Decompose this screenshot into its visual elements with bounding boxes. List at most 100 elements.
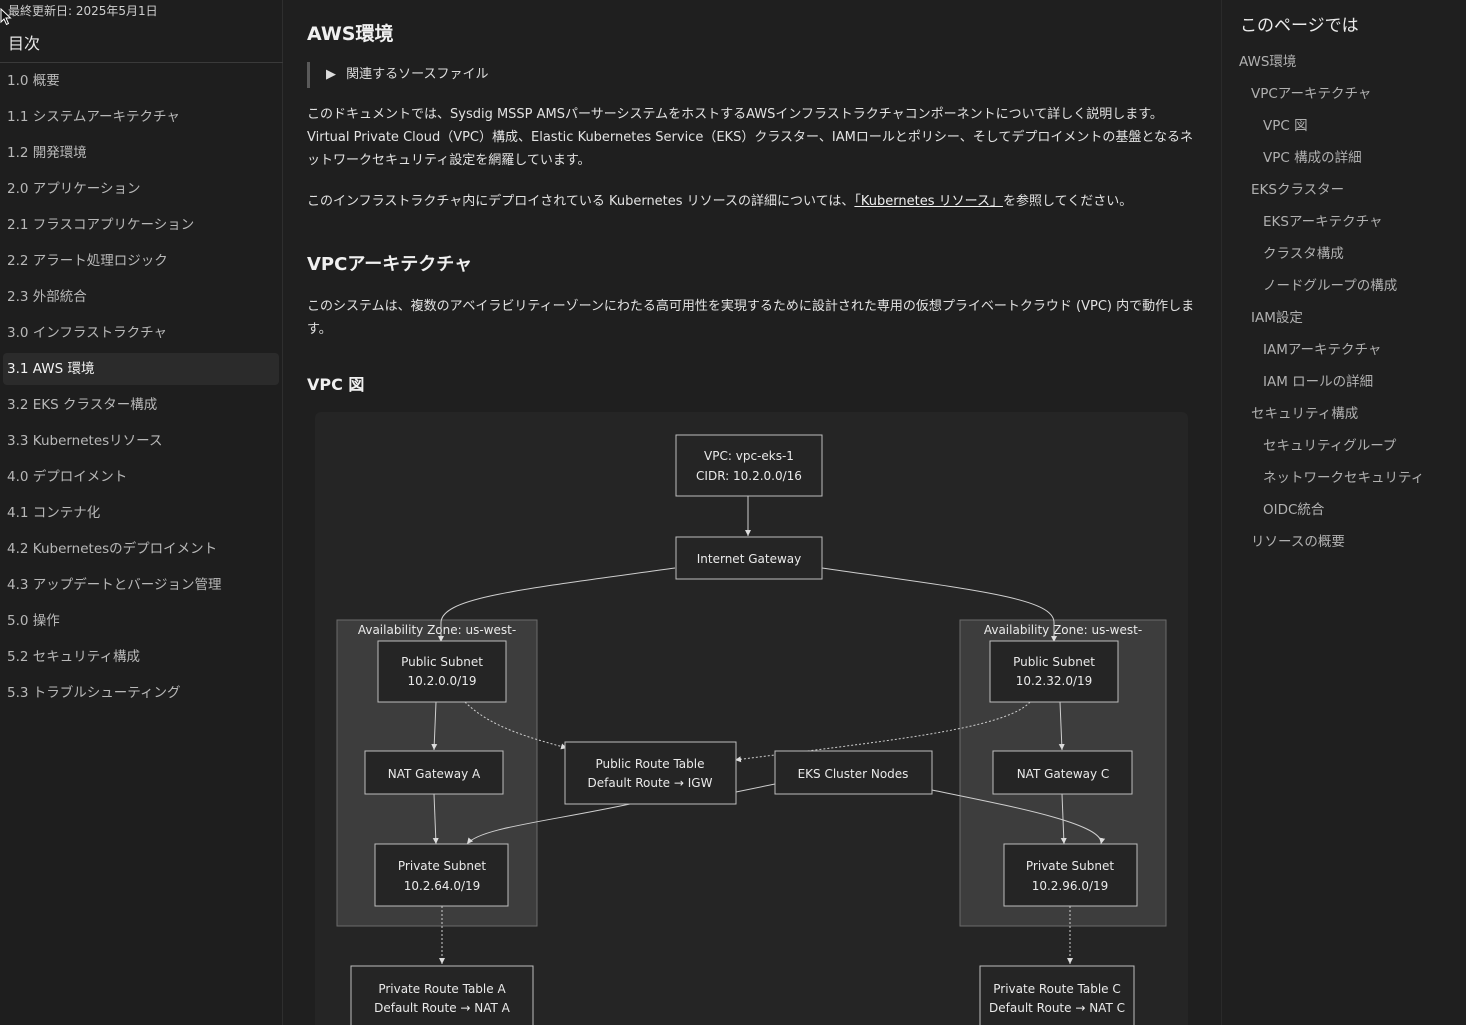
- edge-pub-a-nat-a: [431, 701, 438, 751]
- private-subnet-a-label-2: 10.2.64.0/19: [404, 879, 481, 893]
- sidebar-nav-item[interactable]: 1.2 開発環境: [7, 145, 87, 161]
- public-subnet-c-node: [989, 640, 1119, 703]
- az-right-label: Availability Zone: us-west-: [984, 623, 1142, 637]
- kubernetes-resources-link[interactable]: 「Kubernetes リソース」: [854, 194, 1003, 209]
- public-route-table-node: [564, 741, 737, 805]
- edge-igw-pub-a: [438, 567, 676, 642]
- toc-link[interactable]: リソースの概要: [1251, 534, 1345, 550]
- mouse-cursor-icon: [0, 8, 12, 26]
- edge-nat-c-priv-c: [1060, 793, 1067, 845]
- public-route-table-label-2: Default Route → IGW: [588, 776, 713, 790]
- sidebar-nav-item[interactable]: 2.1 フラスコアプリケーション: [7, 217, 195, 233]
- disclosure-triangle-icon: ▶: [326, 67, 336, 82]
- toc-link[interactable]: EKSクラスター: [1251, 182, 1345, 198]
- on-this-page-title: このページでは: [1240, 16, 1359, 36]
- toc-link[interactable]: IAMアーキテクチャ: [1263, 342, 1382, 358]
- sidebar-nav-item[interactable]: 1.0 概要: [7, 73, 60, 89]
- reference-text-before: このインフラストラクチャ内にデプロイされている Kubernetes リソースの…: [307, 194, 855, 209]
- sidebar-nav-item[interactable]: 2.2 アラート処理ロジック: [7, 253, 168, 269]
- edge-nat-a-priv-a: [432, 793, 439, 845]
- toc-link[interactable]: OIDC統合: [1263, 502, 1325, 518]
- public-subnet-c-label-2: 10.2.32.0/19: [1016, 674, 1093, 688]
- public-subnet-a-label-2: 10.2.0.0/19: [408, 674, 477, 688]
- toc-link[interactable]: IAM設定: [1251, 310, 1303, 326]
- sidebar-nav-item[interactable]: 5.0 操作: [7, 613, 60, 629]
- toc-link[interactable]: IAM ロールの詳細: [1263, 374, 1374, 390]
- sidebar-nav-item[interactable]: 2.3 外部統合: [7, 289, 87, 305]
- vpc-diagram: Availability Zone: us-west- Availability…: [315, 412, 1188, 1025]
- sidebar-nav-item[interactable]: 3.3 Kubernetesリソース: [7, 433, 163, 449]
- toc-title: 目次: [8, 34, 41, 53]
- edge-pub-c-nat-c: [1058, 701, 1065, 751]
- toc-link[interactable]: EKSアーキテクチャ: [1263, 214, 1383, 230]
- on-this-page-list: AWS環境 VPCアーキテクチャ VPC 図 VPC 構成の詳細 EKSクラスター EKS…: [1222, 46, 1466, 558]
- vpc-diagram-heading: VPC 図: [307, 375, 365, 394]
- vpc-node: [675, 434, 823, 497]
- private-subnet-c-label-2: 10.2.96.0/19: [1032, 879, 1109, 893]
- public-subnet-c-label-1: Public Subnet: [1013, 655, 1095, 669]
- sidebar-nav-item[interactable]: 3.0 インフラストラクチャ: [7, 325, 167, 341]
- sidebar-divider: [0, 62, 283, 63]
- eks-nodes-label: EKS Cluster Nodes: [798, 767, 909, 781]
- toc-link[interactable]: セキュリティグループ: [1263, 438, 1397, 454]
- toc-link[interactable]: VPCアーキテクチャ: [1251, 86, 1372, 102]
- eks-nodes-node: [774, 750, 933, 795]
- main-content: AWS環境 ▶ 関連するソースファイル このドキュメントでは、Sysdig MS…: [283, 0, 1221, 1025]
- nat-gateway-a-node: [364, 750, 504, 795]
- private-subnet-c-node: [1003, 843, 1138, 907]
- vpc-paragraph: このシステムは、複数のアベイラビリティーゾーンにわたる高可用性を実現するために設…: [307, 299, 1195, 337]
- toc-link[interactable]: ノードグループの構成: [1263, 278, 1398, 294]
- private-route-table-a-label-2: Default Route → NAT A: [374, 1001, 511, 1015]
- edge-eks-prt: [735, 783, 776, 793]
- nat-gateway-a-label: NAT Gateway A: [388, 767, 481, 781]
- vpc-label-2: CIDR: 10.2.0.0/16: [696, 469, 802, 483]
- toc-link[interactable]: VPC 構成の詳細: [1263, 150, 1362, 166]
- sidebar-nav-item[interactable]: 3.1 AWS 環境: [3, 353, 279, 385]
- on-this-page-panel: このページでは AWS環境 VPCアーキテクチャ VPC 図 VPC 構成の詳細 EKS…: [1221, 0, 1466, 1025]
- sidebar-nav-item[interactable]: 4.2 Kubernetesのデプロイメント: [7, 541, 218, 557]
- toc-link[interactable]: AWS環境: [1239, 54, 1297, 70]
- private-subnet-c-label-1: Private Subnet: [1026, 859, 1114, 873]
- vpc-label-1: VPC: vpc-eks-1: [704, 449, 794, 463]
- sidebar-nav-item[interactable]: 1.1 システムアーキテクチャ: [7, 109, 180, 125]
- reference-text-after: を参照してください。: [1002, 194, 1133, 209]
- vpc-diagram-svg: Availability Zone: us-west- Availability…: [336, 434, 1167, 1025]
- vpc-architecture-heading: VPCアーキテクチャ: [307, 254, 473, 275]
- private-route-table-c-label-1: Private Route Table C: [993, 982, 1121, 996]
- nat-gateway-c-label: NAT Gateway C: [1017, 767, 1110, 781]
- toc-link[interactable]: VPC 図: [1263, 118, 1308, 134]
- reference-paragraph: このインフラストラクチャ内にデプロイされている Kubernetes リソースの…: [307, 190, 1197, 213]
- sidebar-nav-item[interactable]: 5.2 セキュリティ構成: [7, 649, 140, 665]
- sidebar-nav-item[interactable]: 4.0 デプロイメント: [7, 469, 128, 485]
- toc-link[interactable]: クラスタ構成: [1263, 246, 1344, 262]
- left-sidebar: 最終更新日: 2025年5月1日 目次 1.0 概要 1.1 システムアーキテクチ…: [0, 0, 283, 1025]
- sidebar-nav-item[interactable]: 4.1 コンテナ化: [7, 505, 101, 521]
- igw-label: Internet Gateway: [697, 552, 801, 566]
- nat-gateway-c-node: [992, 750, 1133, 795]
- private-subnet-a-label-1: Private Subnet: [398, 859, 486, 873]
- private-route-table-a-node: [350, 965, 534, 1025]
- igw-node: [675, 536, 823, 580]
- sidebar-nav: 1.0 概要 1.1 システムアーキテクチャ 1.2 開発環境 2.0 アプリケーショ…: [0, 65, 283, 713]
- edge-eks-priv-c: [931, 789, 1106, 845]
- page-title: AWS環境: [307, 23, 394, 45]
- last-updated: 最終更新日: 2025年5月1日: [8, 4, 158, 18]
- public-subnet-a-node: [377, 640, 507, 703]
- edge-prt-priv-a: [466, 803, 631, 845]
- public-route-table-label-1: Public Route Table: [595, 757, 704, 771]
- edge-igw-pub-c: [821, 567, 1057, 642]
- sidebar-nav-item[interactable]: 2.0 アプリケーション: [7, 181, 141, 197]
- sidebar-nav-item[interactable]: 5.3 トラブルシューティング: [7, 685, 181, 701]
- sidebar-nav-item[interactable]: 3.2 EKS クラスター構成: [7, 397, 158, 413]
- az-left-label: Availability Zone: us-west-: [358, 623, 516, 637]
- intro-paragraph: このドキュメントでは、Sysdig MSSP AMSパーサーシステムをホストする…: [307, 107, 1193, 168]
- toc-link[interactable]: ネットワークセキュリティ: [1263, 470, 1425, 486]
- private-route-table-c-node: [979, 965, 1135, 1025]
- source-files-toggle[interactable]: ▶ 関連するソースファイル: [307, 62, 489, 88]
- private-route-table-a-label-1: Private Route Table A: [378, 982, 506, 996]
- private-route-table-c-label-2: Default Route → NAT C: [989, 1001, 1125, 1015]
- toc-link[interactable]: セキュリティ構成: [1251, 406, 1359, 422]
- sidebar-nav-item[interactable]: 4.3 アップデートとバージョン管理: [7, 577, 222, 593]
- private-subnet-a-node: [374, 843, 509, 907]
